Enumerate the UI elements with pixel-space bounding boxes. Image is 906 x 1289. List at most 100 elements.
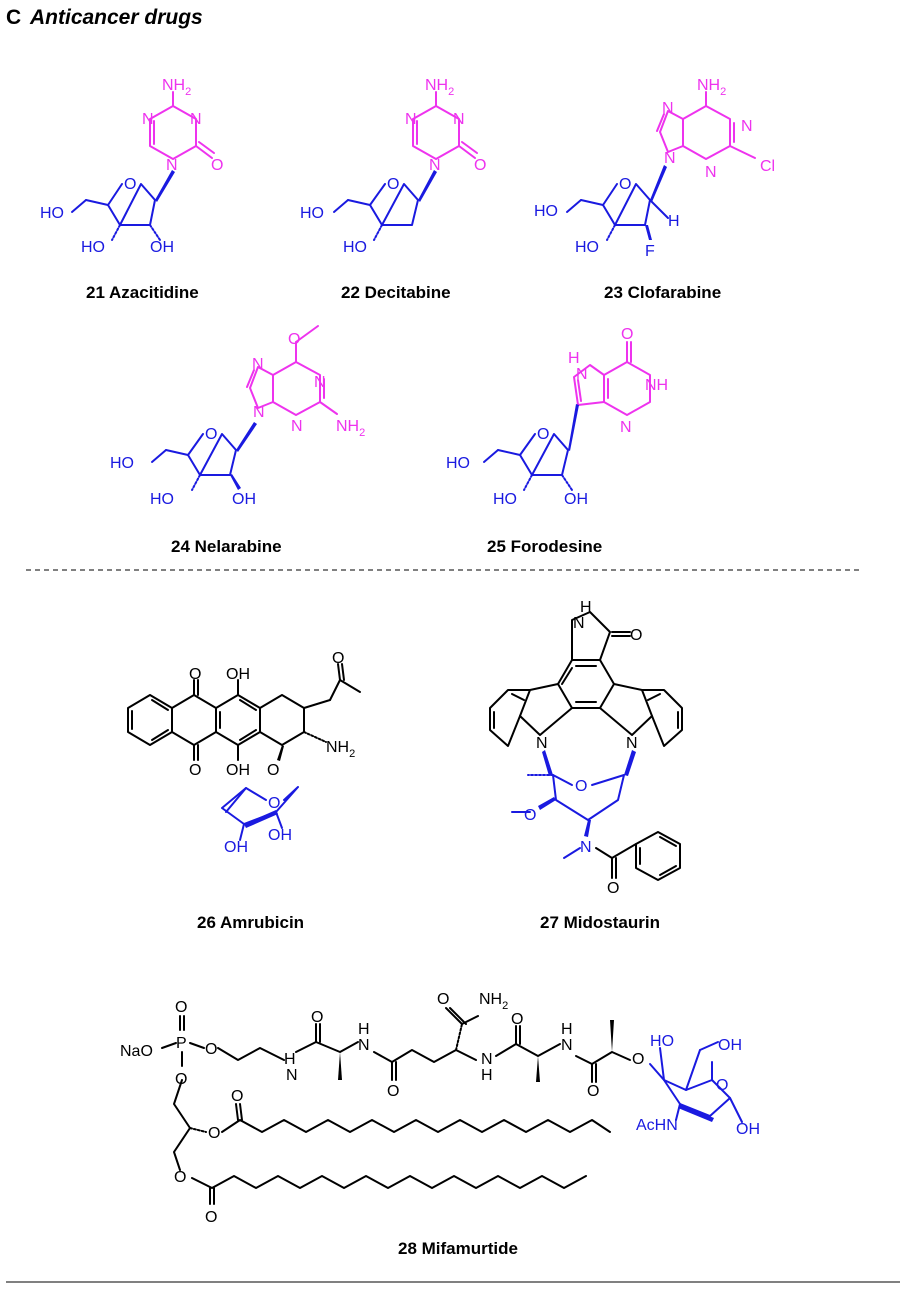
compound-label: 22 Decitabine: [341, 283, 451, 302]
carbonyl-o-label: O: [587, 1083, 599, 1100]
compound-label: 26 Amrubicin: [197, 913, 304, 932]
benzamide: [563, 831, 681, 881]
deoxypentose-ring: [221, 786, 299, 841]
quinone-o-label: O: [189, 666, 201, 683]
ring-n-label: N: [291, 418, 303, 435]
ring-n-label: N: [453, 111, 465, 128]
methoxy-o-label: O: [524, 807, 536, 824]
hydroxyl-label: OH: [224, 839, 248, 856]
arabinose-ring: [566, 165, 669, 241]
structure-mifamurtide: NaO O P O O O O O O: [120, 991, 760, 1258]
hydroxyl-label: OH: [268, 827, 292, 844]
carbonyl-o-label: O: [387, 1083, 399, 1100]
ketone-o-label: O: [332, 650, 344, 667]
indole-n-label: N: [626, 735, 638, 752]
hydroxyl-label: OH: [150, 239, 174, 256]
structure-clofarabine: NH2 N N N N Cl O HO HO H F 23 Clofarabin…: [534, 77, 775, 302]
arabinose-ring: [151, 422, 257, 491]
ring-n-label: N: [705, 164, 717, 181]
hydroxyl-label: OH: [226, 666, 250, 683]
carbonyl-o-label: O: [311, 1009, 323, 1026]
amide-h-label: H: [358, 1021, 370, 1038]
hydroxyl-label: HO: [446, 455, 470, 472]
panel-title-text: Anticancer drugs: [29, 6, 203, 29]
ring-n-label: N: [405, 111, 417, 128]
ring-o-label: O: [537, 426, 549, 443]
compound-label: 21 Azacitidine: [86, 283, 199, 302]
compound-label: 24 Nelarabine: [171, 537, 282, 556]
compound-label: 25 Forodesine: [487, 537, 602, 556]
amine-label: NH2: [336, 418, 365, 439]
ring-n-label: N: [429, 157, 441, 174]
amine-label: NH2: [162, 77, 191, 98]
structure-midostaurin: H N O N N O O N O 27 Midostaurin: [489, 599, 683, 932]
ring-o-label: O: [619, 176, 631, 193]
amine-label: NH2: [326, 739, 355, 760]
hydroxyl-label: HO: [300, 205, 324, 222]
panel-title: C Anticancer drugs: [6, 6, 203, 29]
hydroxyl-label: OH: [226, 762, 250, 779]
ring-n-label: N: [252, 356, 264, 373]
amide-n-label: N: [580, 839, 592, 856]
amine-label: NH2: [697, 77, 726, 98]
ester-o-label: O: [174, 1169, 186, 1186]
staurosporine-core: [489, 611, 683, 747]
carbonyl-o-label: O: [231, 1088, 243, 1105]
bridging-sugar: [511, 750, 636, 837]
hydroxyl-label: HO: [575, 239, 599, 256]
lactam-nh-label: H: [580, 599, 592, 616]
amide-n-label: N: [481, 1051, 493, 1068]
amide-n-label: N: [561, 1037, 573, 1054]
hydroxyl-label: HO: [150, 491, 174, 508]
carbonyl-o-label: O: [621, 326, 633, 343]
ring-n-label: N: [190, 111, 202, 128]
amine-label: NH2: [425, 77, 454, 98]
anomeric-oh-label: OH: [736, 1121, 760, 1138]
triazine-ring: [149, 91, 215, 160]
ring-o-label: O: [716, 1077, 728, 1094]
ribitol-ring: [483, 404, 579, 491]
quinone-o-label: O: [189, 762, 201, 779]
amide-h-label: H: [561, 1021, 573, 1038]
glycosidic-o-label: O: [267, 762, 279, 779]
ring-n-label: N: [662, 100, 674, 117]
amide-n-label: N: [358, 1037, 370, 1054]
ring-n-label: N: [142, 111, 154, 128]
carbonyl-o-label: O: [474, 157, 486, 174]
hydroxyl-label: OH: [564, 491, 588, 508]
structure-decitabine: NH2 N N N O O HO HO 22 Decitabine: [300, 77, 486, 302]
carbonyl-o-label: O: [205, 1209, 217, 1226]
peptide-chain: [295, 1007, 631, 1083]
deazapurine-ring: [573, 341, 651, 416]
hydroxyl-label: HO: [40, 205, 64, 222]
ether-o-label: O: [632, 1051, 644, 1068]
amide-n-label: N: [286, 1067, 298, 1084]
ring-o-label: O: [268, 795, 280, 812]
hydroxyl-label: OH: [718, 1037, 742, 1054]
compound-label: 27 Midostaurin: [540, 913, 660, 932]
hydroxyl-label: HO: [493, 491, 517, 508]
anthracycline-core: [127, 663, 361, 761]
hydroxyl-label: HO: [650, 1033, 674, 1050]
ester-o-label: O: [205, 1041, 217, 1058]
hydroxyl-label: OH: [232, 491, 256, 508]
ring-n-label: N: [253, 404, 265, 421]
fluoro-label: F: [645, 243, 655, 260]
sodium-salt-label: NaO: [120, 1043, 153, 1060]
hydroxyl-label: HO: [534, 203, 558, 220]
amide-nh2-label: NH2: [479, 991, 508, 1012]
ring-n-label: N: [620, 419, 632, 436]
structure-azacitidine: NH2 N N N O O HO HO OH 21 Azacitidine: [40, 77, 223, 302]
hydrogen-label: H: [668, 213, 680, 230]
ring-n-label: N: [741, 118, 753, 135]
amide-o-label: O: [607, 880, 619, 897]
ring-n-label: N: [166, 157, 178, 174]
amide-nh-label: H: [284, 1051, 296, 1068]
acetamido-label: AcHN: [636, 1117, 678, 1134]
ring-o-label: O: [124, 176, 136, 193]
compound-label: 23 Clofarabine: [604, 283, 721, 302]
structure-forodesine: O H N NH N O HO HO OH 25 Forodesine: [446, 326, 668, 556]
purine-ring: [656, 91, 756, 160]
triazine-ring: [412, 91, 478, 160]
